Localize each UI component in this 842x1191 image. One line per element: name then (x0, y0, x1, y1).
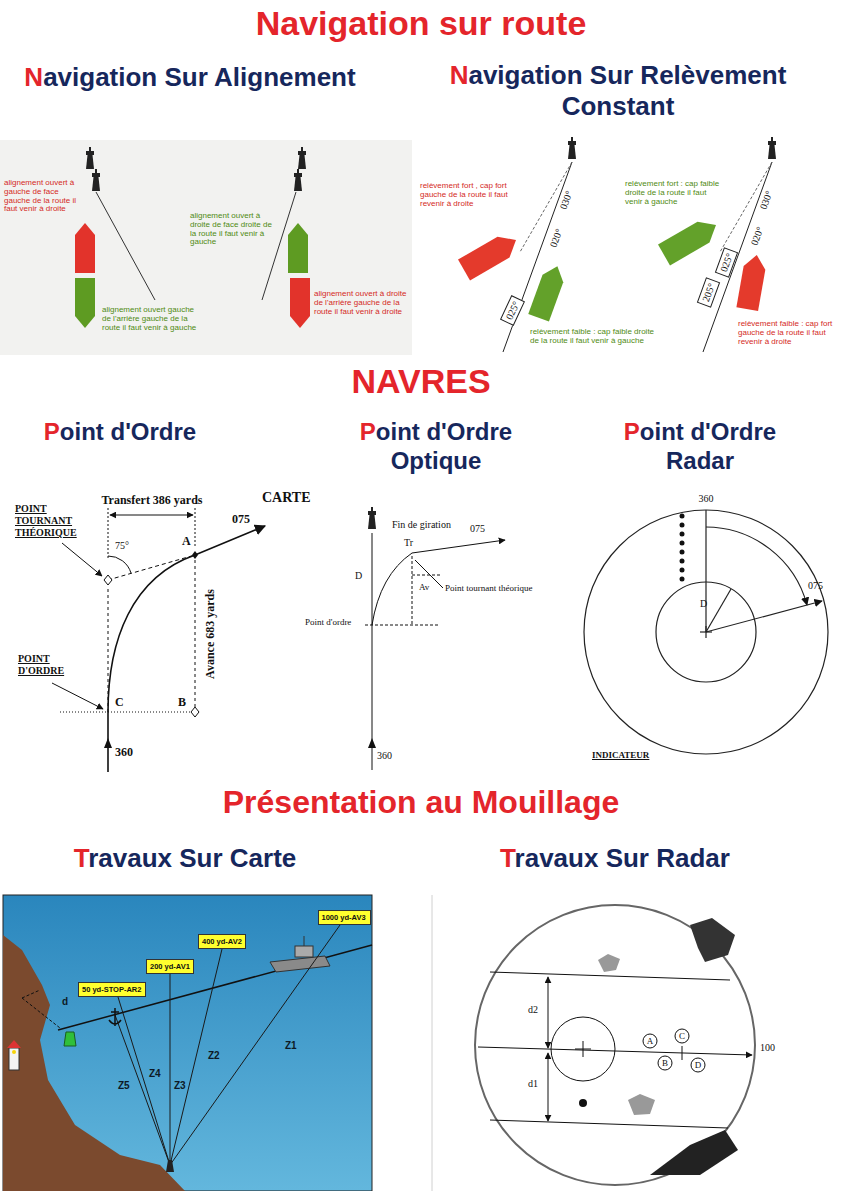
bearing-label: 020° (547, 226, 565, 249)
diagram-label: D (355, 570, 362, 581)
diagram-label: B (178, 695, 186, 710)
diagram-label: Tr (404, 537, 413, 548)
distance-tag: 400 yd-AV2 (198, 934, 246, 949)
subsection-heading: Point d'Ordre (44, 418, 196, 447)
diagram-label: 075 (470, 523, 485, 534)
diagram-label: Z2 (208, 1050, 220, 1061)
diagram-label: A (182, 534, 191, 549)
diagram-label: Z5 (118, 1080, 130, 1091)
diagram-label: d1 (528, 1078, 538, 1089)
annotation-note: relèvement faible : cap fort gauche de l… (738, 320, 836, 346)
diagram-label: 360 (115, 745, 133, 760)
subsection-heading: Navigation Sur Alignement (24, 62, 355, 93)
diagram-label: 100 (760, 1042, 775, 1053)
bearing-box: 025° (499, 295, 524, 326)
distance-tag: 1000 yd-AV3 (318, 910, 371, 925)
annotation-note: relèvement fort : cap faible droite de l… (625, 180, 720, 206)
annotation-note: alignement ouvert gauche de l'arrière ga… (102, 306, 202, 332)
node-text: 200 yd-AV1 (150, 962, 190, 971)
diagram-label: d2 (528, 1004, 538, 1015)
subsection-heading: Navigation Sur Relèvement Constant (408, 60, 828, 122)
subsection-heading: Point d'Ordre Optique (336, 418, 536, 476)
section-heading: NAVRES (351, 362, 490, 401)
diagram-label: 75° (115, 540, 129, 551)
page-title: Navigation sur route (256, 4, 587, 43)
node-text: 025° (718, 251, 735, 273)
annotation-note: alignement ouvert à droite de face droit… (190, 212, 278, 247)
distance-tag: 50 yd-STOP-AR2 (78, 982, 146, 997)
subsection-heading: Travaux Sur Radar (500, 843, 730, 874)
diagram-label: Z4 (149, 1068, 161, 1079)
diagram-label: D (700, 598, 707, 609)
diagram-label: d (62, 996, 68, 1007)
node-text: 1000 yd-AV3 (322, 913, 367, 922)
diagram-label: A (647, 1036, 654, 1046)
diagram-label: Av (419, 582, 429, 592)
bearing-box: 025° (714, 247, 737, 278)
diagram-label: Avance 683 yards (203, 589, 218, 679)
diagram-label: Transfert 386 yards (101, 493, 202, 508)
annotation-note: alignement ouvert à droite de l'arrière … (314, 290, 410, 316)
diagram-label: 075 (232, 512, 250, 527)
diagram-label: POINT TOURNANT THÉORIQUE (15, 503, 105, 539)
node-text: 025° (503, 299, 521, 321)
diagram-label: C (679, 1031, 685, 1041)
diagram-label: 360 (377, 750, 392, 761)
diagram-label: Z1 (285, 1040, 297, 1051)
diagram-label: 360 (699, 493, 714, 504)
diagram-label: INDICATEUR (592, 750, 649, 760)
diagram-label: CARTE (262, 490, 311, 506)
diagram-label: 075 (808, 580, 823, 591)
diagram-label: Point d'ordre (305, 617, 351, 627)
diagram-label: Point tournant théorique (445, 583, 533, 593)
bearing-label: 020° (748, 224, 766, 247)
diagram-label: D (695, 1060, 702, 1070)
diagram-label: C (115, 695, 124, 710)
node-text: 50 yd-STOP-AR2 (82, 985, 142, 994)
annotation-note: alignement ouvert à gauche de face gauch… (4, 179, 86, 214)
bearing-label: 030° (757, 188, 775, 211)
annotation-note: relèvement faible : cap faible droite de… (530, 328, 655, 346)
distance-tag: 200 yd-AV1 (146, 959, 194, 974)
node-text: 205° (700, 281, 717, 303)
diagram-label: Z3 (174, 1080, 186, 1091)
subsection-heading: Travaux Sur Carte (74, 843, 297, 874)
bearing-box: 205° (696, 277, 719, 308)
bearing-label: 030° (557, 188, 575, 211)
diagram-label: Fin de giration (392, 519, 451, 530)
node-text: 400 yd-AV2 (202, 937, 242, 946)
diagram-label: POINT D'ORDRE (18, 653, 88, 677)
subsection-heading: Point d'Ordre Radar (600, 418, 800, 476)
section-heading: Présentation au Mouillage (223, 784, 620, 821)
annotation-note: relèvement fort , cap fort gauche de la … (420, 182, 530, 208)
diagram-label: B (662, 1058, 668, 1068)
